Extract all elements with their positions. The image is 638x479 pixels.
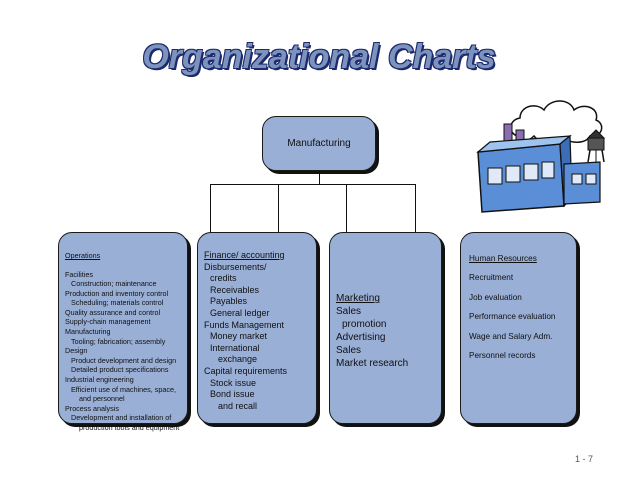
list-item: exchange xyxy=(204,354,316,366)
list-item: Industrial engineering xyxy=(65,375,187,385)
list-item: Facilities xyxy=(65,270,187,280)
list-item: Scheduling; materials control xyxy=(65,298,187,308)
list-item: production tools and equipment xyxy=(65,423,187,433)
manufacturing-label: Manufacturing xyxy=(287,138,350,149)
connector-finance xyxy=(278,184,279,232)
hr-heading: Human Resources xyxy=(469,255,576,263)
list-item: Market research xyxy=(336,357,441,370)
list-item: Performance evaluation xyxy=(469,313,576,321)
connector-horizontal xyxy=(210,184,415,185)
list-item: Process analysis xyxy=(65,404,187,414)
list-item: Personnel records xyxy=(469,352,576,360)
list-item: Supply-chain management xyxy=(65,317,187,327)
list-item: Quality assurance and control xyxy=(65,308,187,318)
list-item: Disbursements/ xyxy=(204,262,316,274)
list-item: Bond issue xyxy=(204,389,316,401)
list-item: Receivables xyxy=(204,285,316,297)
list-item: Sales xyxy=(336,305,441,318)
connector-root xyxy=(319,171,320,184)
list-item: and recall xyxy=(204,401,316,413)
list-item: Recruitment xyxy=(469,274,576,282)
list-item: Efficient use of machines, space, xyxy=(65,385,187,395)
list-item: Detailed product specifications xyxy=(65,365,187,375)
list-item: Job evaluation xyxy=(469,294,576,302)
list-item: Payables xyxy=(204,296,316,308)
list-item: Construction; maintenance xyxy=(65,279,187,289)
list-item: and personnel xyxy=(65,394,187,404)
manufacturing-box: Manufacturing xyxy=(262,116,376,171)
finance-heading: Finance/ accounting xyxy=(204,250,316,262)
page-title: Organizational Charts xyxy=(0,38,638,77)
list-item: Tooling; fabrication; assembly xyxy=(65,337,187,347)
list-item: Money market xyxy=(204,331,316,343)
list-item: credits xyxy=(204,273,316,285)
finance-box: Finance/ accounting Disbursements/credit… xyxy=(197,232,317,424)
list-item: International xyxy=(204,343,316,355)
list-item: Advertising xyxy=(336,331,441,344)
page-number: 1 - 7 xyxy=(575,454,593,464)
operations-heading: Operations xyxy=(65,251,187,261)
list-item: Development and installation of xyxy=(65,413,187,423)
list-item: Stock issue xyxy=(204,378,316,390)
list-item: Wage and Salary Adm. xyxy=(469,333,576,341)
list-item: Sales xyxy=(336,344,441,357)
list-item: Product development and design xyxy=(65,356,187,366)
connector-marketing xyxy=(346,184,347,232)
list-item: promotion xyxy=(336,318,441,331)
list-item: Design xyxy=(65,346,187,356)
factory-icon xyxy=(460,94,618,214)
list-item: Manufacturing xyxy=(65,327,187,337)
list-item: Production and inventory control xyxy=(65,289,187,299)
list-item: Capital requirements xyxy=(204,366,316,378)
list-item: Funds Management xyxy=(204,320,316,332)
marketing-heading: Marketing xyxy=(336,292,441,305)
list-item: General ledger xyxy=(204,308,316,320)
